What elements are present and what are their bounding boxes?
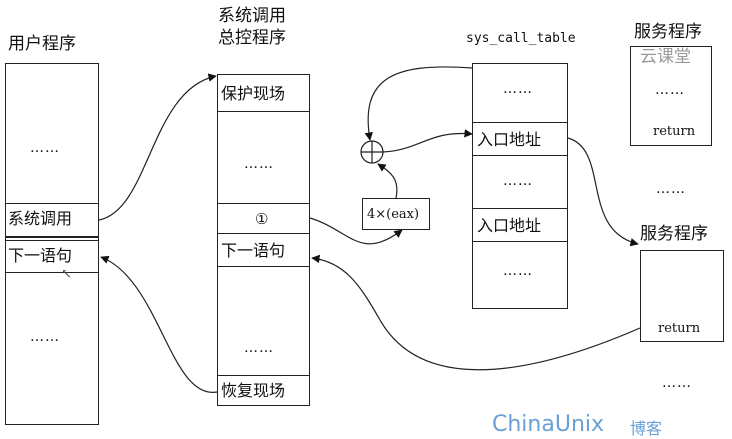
user-syscall-label: 系统调用 (8, 209, 73, 228)
control-program-box: 保护现场 …… ① 下一语句 …… 恢复现场 (217, 74, 310, 406)
control-step-label: ① (255, 210, 269, 228)
after-dots: …… (662, 375, 692, 391)
between-dots: …… (656, 181, 686, 197)
control-step-cell: ① (218, 203, 309, 233)
arrow-entry-to-service (567, 137, 639, 247)
user-dots-top: …… (30, 140, 60, 156)
arrow-table-to-adder (364, 66, 473, 141)
service-top-dots: …… (655, 82, 685, 98)
syscall-table-box: …… 入口地址 …… 入口地址 …… (472, 63, 568, 309)
table-entry-1-label: 入口地址 (477, 130, 542, 149)
control-restore-cell: 恢复现场 (218, 375, 309, 405)
control-title-line1: 系统调用 (218, 6, 286, 26)
control-next-cell: 下一语句 (218, 233, 309, 267)
user-program-title: 用户程序 (8, 34, 76, 54)
user-next-cell[interactable]: 下一语句 (6, 237, 98, 273)
control-save-label: 保护现场 (221, 84, 286, 103)
syscall-table-title: sys_call_table (466, 31, 576, 46)
mouse-pointer-icon: ↖ (61, 267, 72, 282)
control-title-line2: 总控程序 (218, 28, 286, 48)
control-divider-1 (218, 111, 309, 112)
arrow-offset-to-adder (377, 163, 398, 199)
user-syscall-cell: 系统调用 (6, 203, 98, 233)
service-top-return: return (653, 124, 696, 139)
user-double-line (5, 236, 99, 241)
control-dots-b: …… (244, 340, 274, 356)
control-restore-label: 恢复现场 (221, 381, 286, 400)
offset-label: 4×(eax) (367, 207, 420, 222)
table-entry-2: 入口地址 (473, 208, 567, 242)
service-top-box: …… return (630, 46, 712, 146)
service-bottom-title: 服务程序 (640, 224, 708, 244)
user-program-box: …… 系统调用 下一语句 …… (5, 63, 99, 425)
arrow-step-to-offset (309, 217, 403, 245)
chinaunix-logo: ChinaUnix (492, 412, 605, 437)
service-top-title: 服务程序 (634, 22, 702, 42)
table-entry-1: 入口地址 (473, 122, 567, 156)
arrow-syscall-to-save (98, 73, 217, 221)
user-next-label: 下一语句 (8, 246, 73, 265)
table-entry-2-label: 入口地址 (477, 216, 542, 235)
arrow-adder-to-entry (382, 129, 473, 153)
table-dots-2: …… (503, 173, 533, 189)
service-bottom-return: return (658, 321, 701, 336)
table-dots-1: …… (503, 81, 533, 97)
control-dots-a: …… (244, 156, 274, 172)
service-bottom-box: return (640, 250, 724, 342)
arrow-return-to-next (311, 254, 641, 371)
user-dots-bottom: …… (30, 329, 60, 345)
control-next-label: 下一语句 (221, 241, 286, 260)
table-dots-3: …… (503, 263, 533, 279)
cloud-watermark: 云课堂 (640, 47, 691, 67)
arrow-restore-to-user-next (100, 255, 218, 393)
chinaunix-blog-label: 博客 (630, 419, 663, 438)
